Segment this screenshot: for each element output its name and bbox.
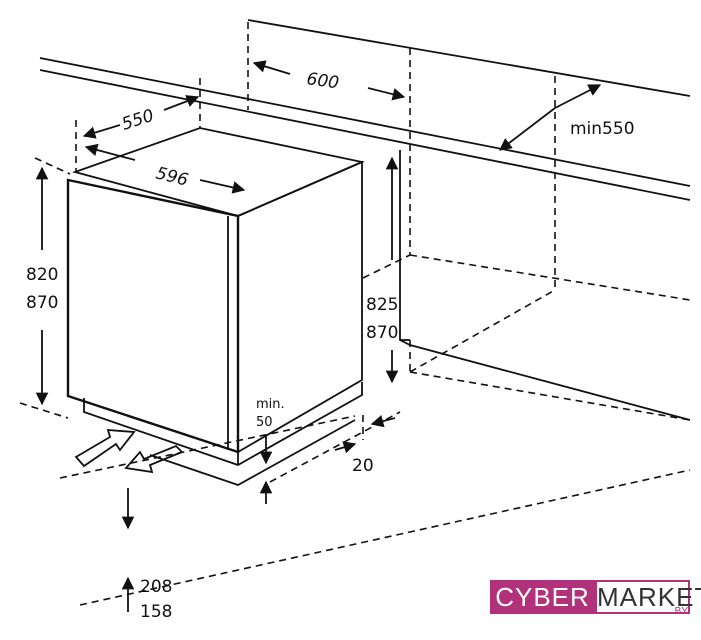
- label-height-b: 870: [26, 293, 58, 313]
- label-width: 596: [154, 163, 191, 190]
- label-niche-depth: min550: [570, 119, 635, 139]
- label-plinth-gap-value: 50: [256, 415, 273, 430]
- label-height-a: 820: [26, 265, 58, 285]
- logo-suffix: .BY: [671, 606, 688, 617]
- label-depth: 550: [119, 106, 156, 135]
- logo-market: MARKET: [595, 580, 701, 614]
- dimension-lines: [35, 60, 602, 612]
- label-niche-width: 600: [305, 69, 340, 93]
- label-plinth-height-b: 158: [140, 602, 172, 622]
- appliance: [66, 127, 365, 486]
- label-plinth-gap: min.: [256, 397, 285, 412]
- airflow-arrows: [74, 429, 184, 474]
- label-niche-height-a: 825: [366, 295, 398, 315]
- cybermarket-logo: CYBER MARKET .BY: [490, 576, 701, 618]
- niche-outline: [19, 22, 691, 606]
- side-cabinet: [399, 150, 691, 421]
- logo-cyber: CYBER: [490, 580, 595, 614]
- label-niche-height-b: 870: [366, 323, 398, 343]
- label-plinth-height-a: 208: [140, 577, 172, 597]
- label-plinth-offset: 20: [352, 456, 374, 476]
- worktop: [39, 19, 691, 201]
